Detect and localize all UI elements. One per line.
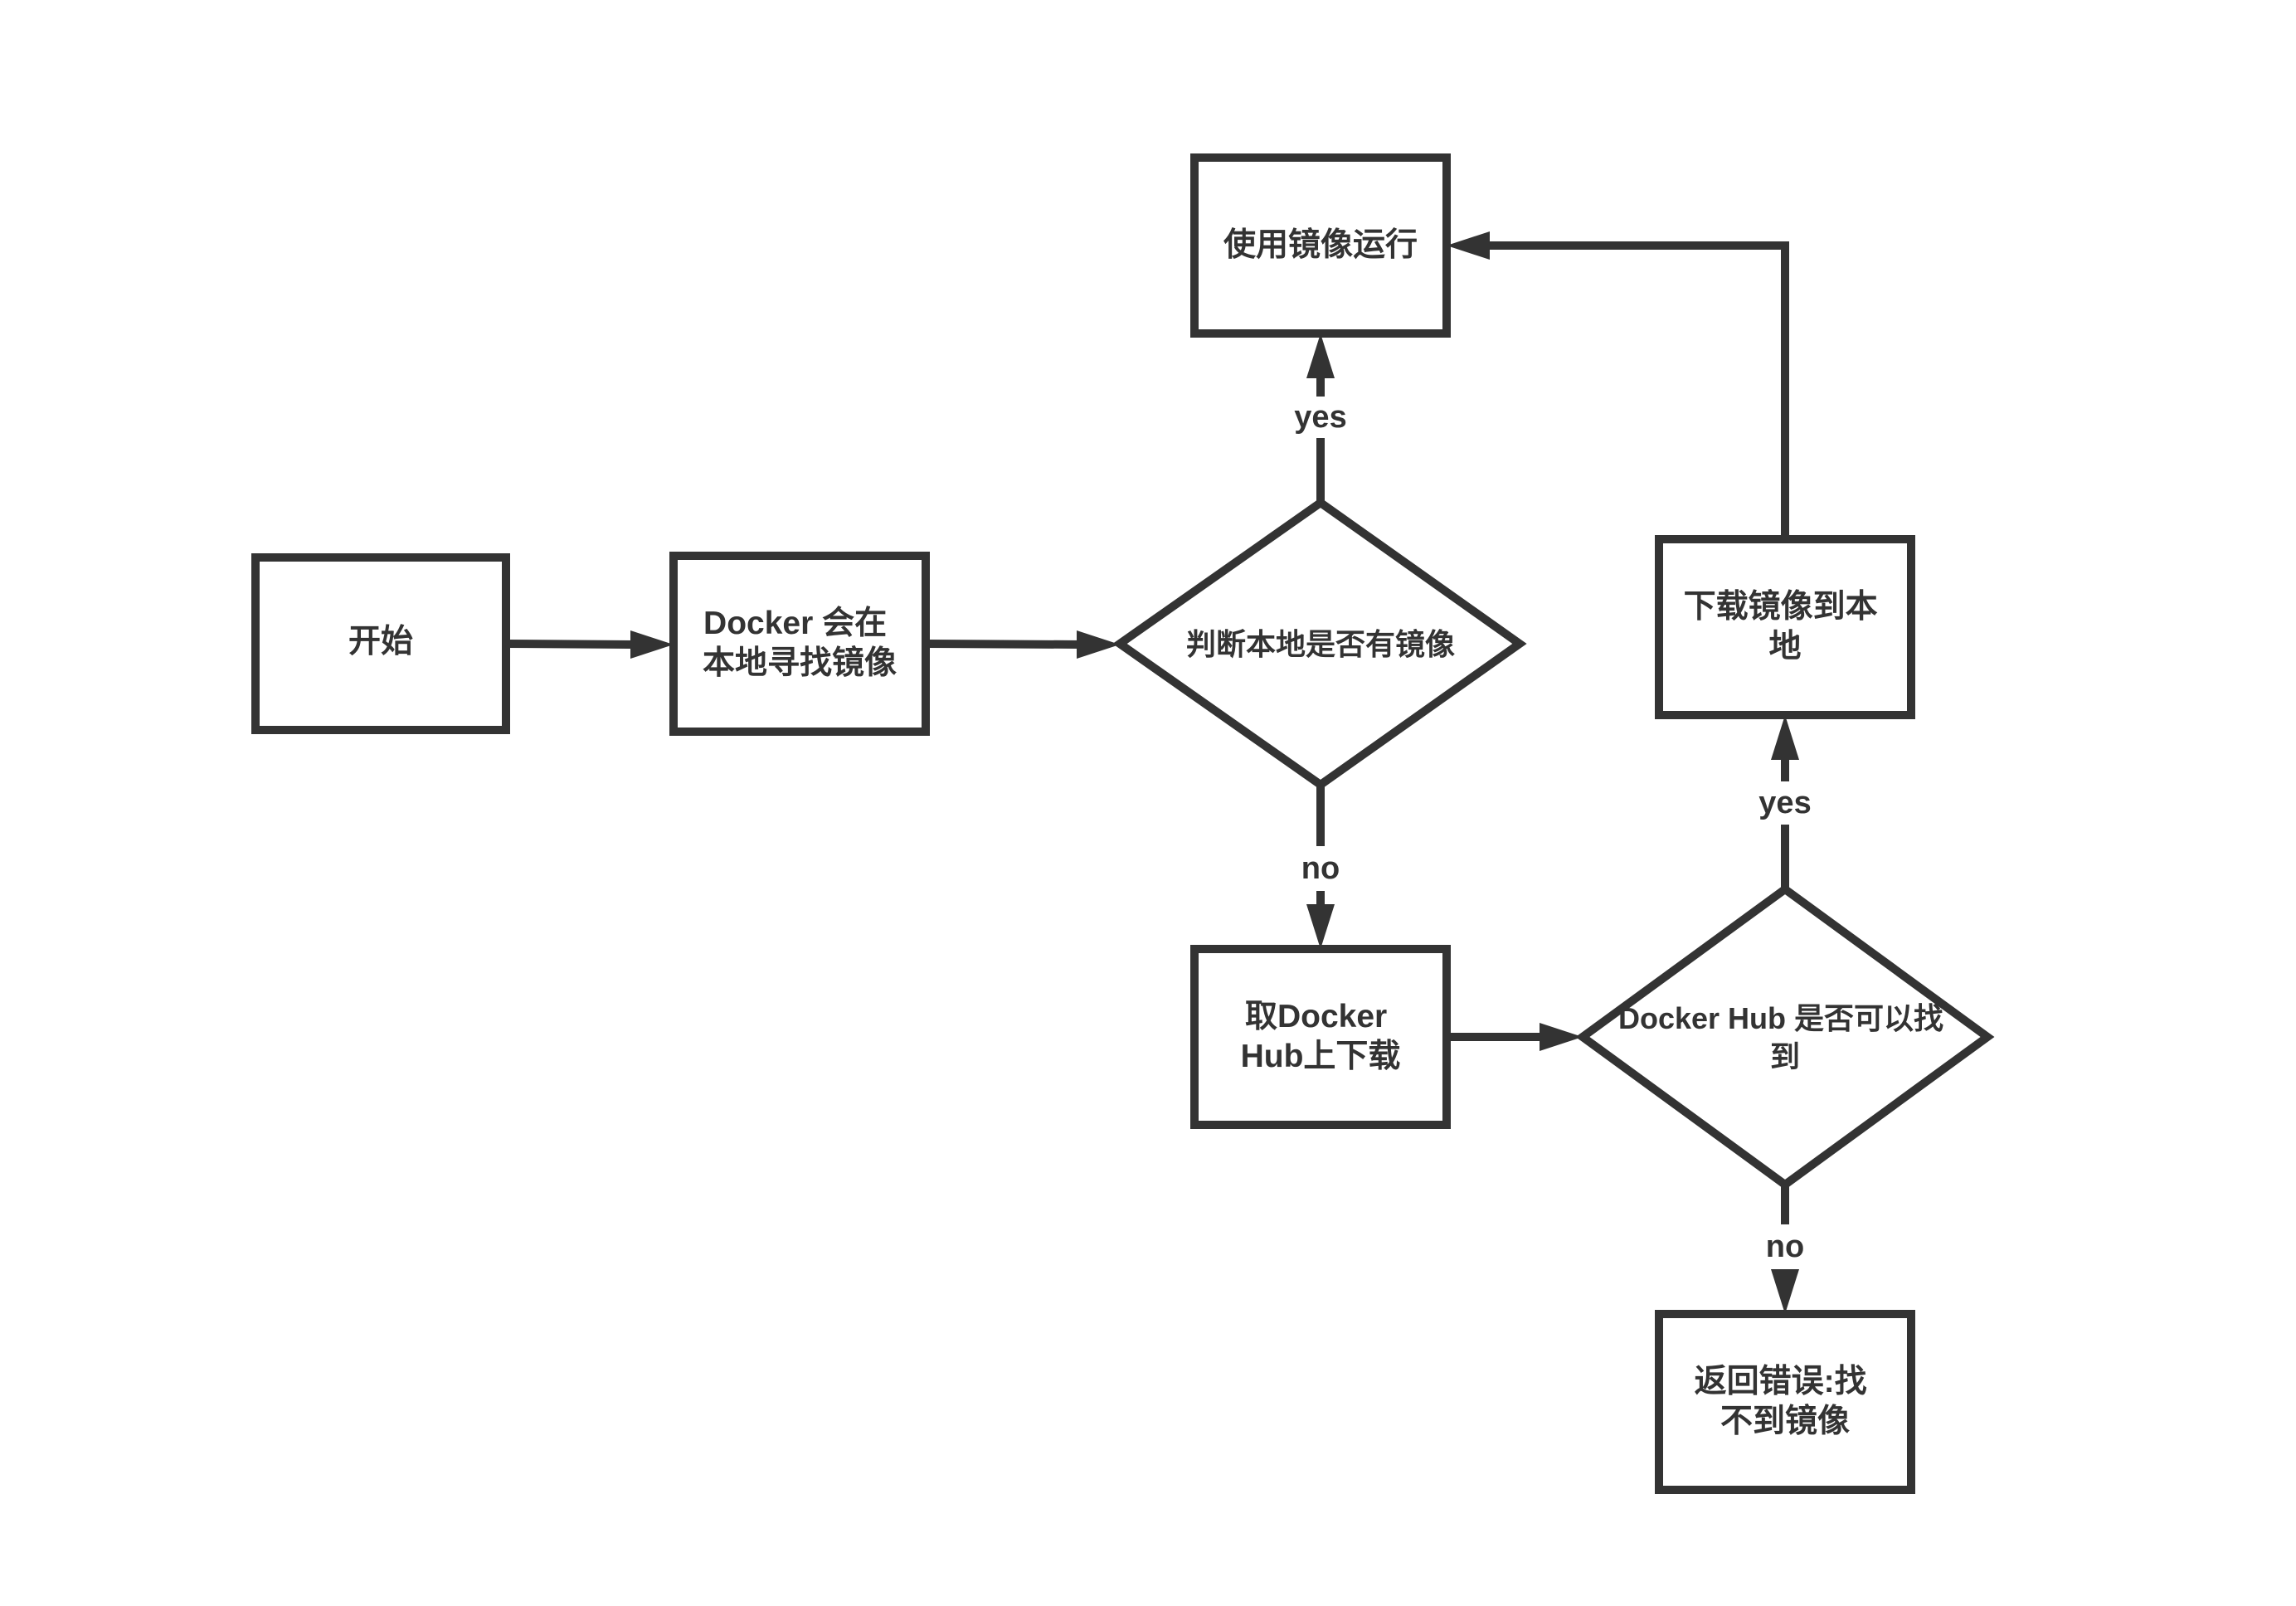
node-use-image-label: 使用镜像运行 [1223, 227, 1418, 263]
node-pull-hub: 取Docker Hub上下载 [1190, 945, 1451, 1129]
edge-label-local-yes: yes [1294, 400, 1346, 435]
edge-check-local-no: no [1291, 785, 1350, 949]
node-pull-hub-label: 取Docker Hub上下载 [1241, 999, 1401, 1074]
node-use-image: 使用镜像运行 [1190, 153, 1451, 338]
decision-check-hub-label: Docker Hub 是否可以找 到 [1618, 1001, 1952, 1073]
decision-check-local: 判断本地是否有镜像 [1112, 497, 1527, 791]
edge-check-hub-yes: yes [1749, 715, 1822, 889]
node-start: 开始 [251, 553, 510, 734]
node-error-label: 返回错误:找 不到镜像 [1695, 1364, 1876, 1439]
node-error: 返回错误:找 不到镜像 [1655, 1310, 1915, 1494]
edge-check-local-yes: yes [1286, 333, 1355, 503]
edge-start-to-search [505, 630, 674, 659]
node-download-local-label: 下载镜像到本 地 [1684, 589, 1887, 664]
edge-check-hub-no: no [1755, 1185, 1815, 1314]
node-search-local: Docker 会在 本地寻找镜像 [669, 552, 930, 736]
edge-search-to-check-local [925, 630, 1120, 659]
edge-download-to-use-image [1447, 231, 1789, 539]
node-start-label: 开始 [348, 624, 413, 659]
edge-pull-to-check-hub [1447, 1023, 1583, 1051]
decision-check-hub: Docker Hub 是否可以找 到 [1575, 883, 1995, 1190]
edge-label-local-no: no [1301, 851, 1340, 886]
edge-label-hub-yes: yes [1758, 786, 1811, 820]
node-search-local-label: Docker 会在 本地寻找镜像 [703, 606, 897, 681]
decision-check-local-label: 判断本地是否有镜像 [1186, 627, 1455, 661]
edge-label-hub-no: no [1766, 1229, 1804, 1264]
node-download-local: 下载镜像到本 地 [1655, 535, 1915, 719]
